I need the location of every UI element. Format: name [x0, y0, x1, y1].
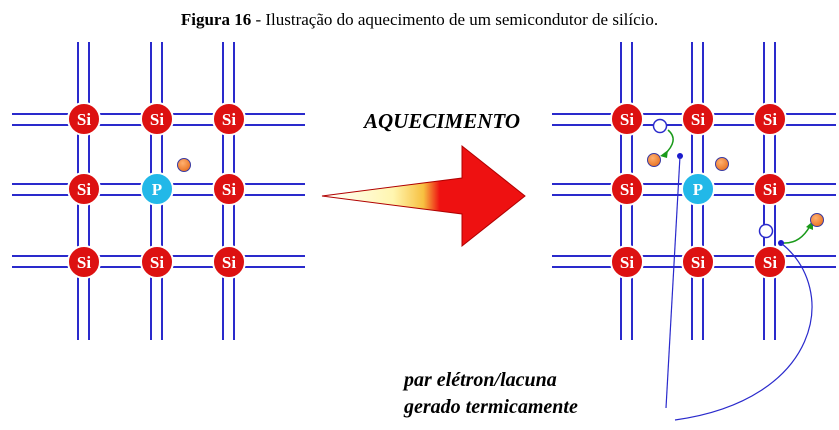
- left-atoms: Si Si Si Si P Si Si Si Si: [67, 102, 246, 279]
- silicon-atom: Si: [753, 172, 787, 206]
- caption-text: - Ilustração do aquecimento de um semico…: [251, 10, 659, 29]
- pair-label-line1: par elétron/lacuna: [402, 369, 557, 391]
- leader-line: [665, 155, 681, 409]
- electron-move-arrowhead: [660, 150, 668, 158]
- svg-text:Si: Si: [763, 253, 777, 272]
- svg-text:Si: Si: [77, 110, 91, 129]
- silicon-atom: Si: [212, 172, 246, 206]
- silicon-atom: Si: [67, 172, 101, 206]
- svg-text:P: P: [693, 180, 703, 199]
- thermal-electron: [647, 153, 661, 167]
- svg-text:Si: Si: [77, 253, 91, 272]
- silicon-atom: Si: [140, 245, 174, 279]
- silicon-atom: Si: [67, 245, 101, 279]
- free-electron: [177, 158, 191, 172]
- hole: [758, 223, 774, 239]
- electron-move-arrow: [663, 129, 674, 156]
- figure-caption: Figura 16 - Ilustração do aquecimento de…: [0, 10, 839, 30]
- phosphorus-atom: P: [681, 172, 715, 206]
- free-electron: [715, 157, 729, 171]
- silicon-atom: Si: [212, 102, 246, 136]
- svg-text:Si: Si: [691, 253, 705, 272]
- silicon-atom: Si: [681, 102, 715, 136]
- silicon-atom: Si: [610, 102, 644, 136]
- svg-text:Si: Si: [763, 180, 777, 199]
- electron-move-arrow: [782, 225, 811, 244]
- svg-text:Si: Si: [77, 180, 91, 199]
- pair-label-line2: gerado termicamente: [403, 396, 578, 418]
- svg-text:Si: Si: [222, 253, 236, 272]
- silicon-atom: Si: [753, 102, 787, 136]
- silicon-atom: Si: [212, 245, 246, 279]
- silicon-atom: Si: [610, 245, 644, 279]
- svg-text:Si: Si: [150, 110, 164, 129]
- right-atoms: Si Si Si Si P Si Si Si Si: [610, 102, 824, 421]
- leader-line: [674, 242, 813, 421]
- silicon-atom: Si: [753, 245, 787, 279]
- silicon-atom: Si: [610, 172, 644, 206]
- silicon-atom: Si: [140, 102, 174, 136]
- svg-text:Si: Si: [763, 110, 777, 129]
- caption-figure-number: Figura 16: [180, 10, 252, 29]
- svg-text:Si: Si: [150, 253, 164, 272]
- heating-arrow: AQUECIMENTO: [321, 109, 526, 248]
- hole: [652, 118, 668, 134]
- svg-text:Si: Si: [222, 110, 236, 129]
- svg-text:Si: Si: [691, 110, 705, 129]
- silicon-atom: Si: [67, 102, 101, 136]
- svg-text:P: P: [152, 180, 162, 199]
- svg-text:Si: Si: [620, 253, 634, 272]
- phosphorus-atom: P: [140, 172, 174, 206]
- heating-label: AQUECIMENTO: [362, 109, 520, 133]
- svg-text:Si: Si: [222, 180, 236, 199]
- silicon-atom: Si: [681, 245, 715, 279]
- thermal-electron: [810, 213, 824, 227]
- svg-text:Si: Si: [620, 110, 634, 129]
- svg-text:Si: Si: [620, 180, 634, 199]
